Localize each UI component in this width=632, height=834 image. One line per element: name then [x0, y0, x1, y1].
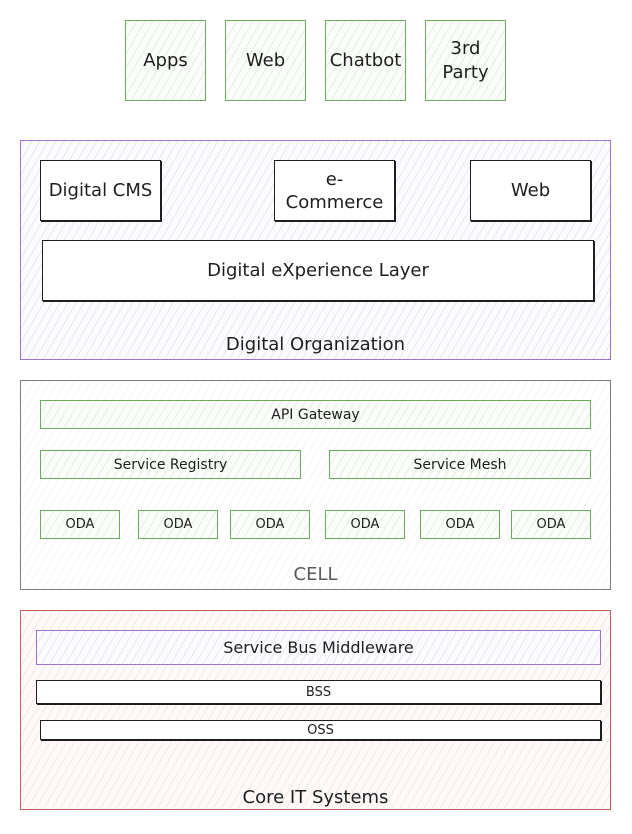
channel-apps: Apps — [125, 20, 206, 101]
api-gateway-box: API Gateway — [40, 400, 591, 429]
oda-box: ODA — [138, 510, 218, 539]
service-registry-box: Service Registry — [40, 450, 301, 479]
digital-cms-box: Digital CMS — [40, 160, 161, 221]
service-registry-label: Service Registry — [113, 456, 228, 473]
digital-cms-label: Digital CMS — [48, 180, 153, 201]
oda-label: ODA — [445, 517, 475, 532]
web-box: Web — [470, 160, 591, 221]
oda-box: ODA — [420, 510, 500, 539]
oda-box: ODA — [230, 510, 310, 539]
service-bus-middleware-box: Service Bus Middleware — [36, 630, 601, 665]
web-label: Web — [510, 180, 551, 201]
api-gateway-label: API Gateway — [271, 406, 360, 423]
oda-box: ODA — [511, 510, 591, 539]
oss-label: OSS — [307, 722, 334, 738]
channel-3rd-party: 3rd Party — [425, 20, 506, 101]
channel-label: Apps — [143, 50, 188, 71]
bss-box: BSS — [36, 680, 601, 704]
oss-box: OSS — [40, 720, 601, 740]
e-commerce-box: e-Commerce — [274, 160, 395, 221]
channel-label: Chatbot — [329, 50, 402, 71]
oda-label: ODA — [163, 517, 193, 532]
core-it-systems-title: Core IT Systems — [242, 787, 389, 808]
oda-label: ODA — [65, 517, 95, 532]
service-mesh-box: Service Mesh — [329, 450, 591, 479]
bss-label: BSS — [305, 684, 332, 700]
channel-label: Web — [245, 50, 286, 71]
oda-label: ODA — [536, 517, 566, 532]
oda-label: ODA — [255, 517, 285, 532]
digital-organization-title: Digital Organization — [225, 334, 406, 355]
cell-title: CELL — [293, 564, 338, 585]
digital-experience-layer-label: Digital eXperience Layer — [207, 260, 429, 281]
channel-label: 3rd Party — [442, 37, 489, 83]
e-commerce-label: e-Commerce — [285, 168, 384, 213]
service-bus-middleware-label: Service Bus Middleware — [223, 638, 414, 657]
oda-box: ODA — [40, 510, 120, 539]
channel-chatbot: Chatbot — [325, 20, 406, 101]
oda-box: ODA — [325, 510, 405, 539]
channel-web: Web — [225, 20, 306, 101]
service-mesh-label: Service Mesh — [413, 456, 507, 473]
oda-label: ODA — [350, 517, 380, 532]
digital-experience-layer-box: Digital eXperience Layer — [42, 240, 594, 301]
